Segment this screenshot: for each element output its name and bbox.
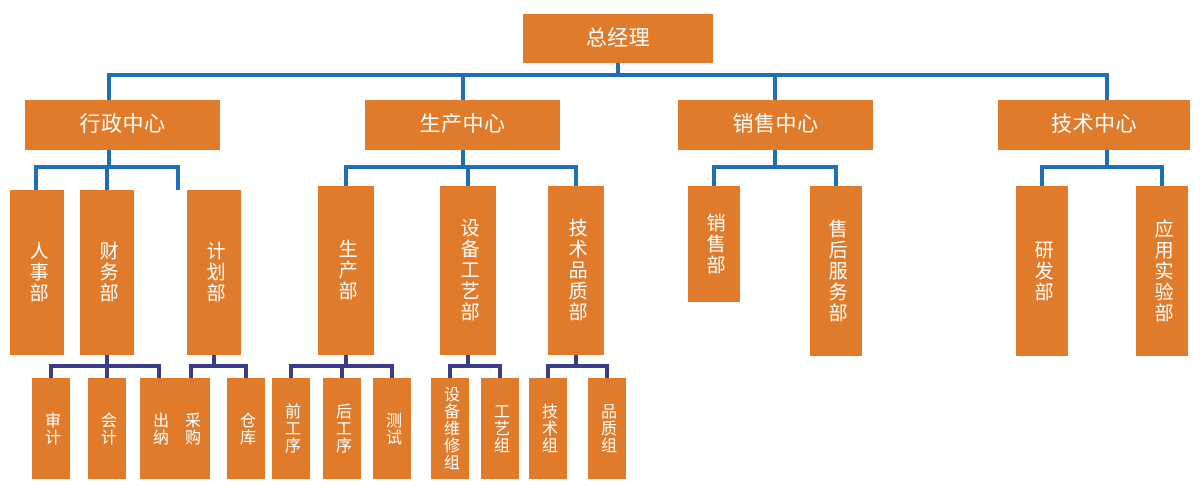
node-equipment-maintenance-group[interactable]: 设备维修组	[431, 378, 469, 479]
connector-sales-bus	[712, 165, 838, 169]
connector-to-tech	[1105, 73, 1109, 101]
connector-gm-stem	[616, 62, 620, 76]
node-accounting-group[interactable]: 会计	[88, 378, 126, 479]
node-production-center[interactable]: 生产中心	[365, 100, 560, 150]
connector-to-testing	[390, 364, 394, 379]
connector-prod-bus	[344, 165, 578, 169]
connector-to-plan	[176, 165, 180, 190]
node-rnd-department[interactable]: 研发部	[1016, 186, 1068, 356]
node-tech-center[interactable]: 技术中心	[998, 100, 1190, 150]
node-cashier-group[interactable]: 出纳	[140, 378, 178, 479]
connector-to-sales	[773, 73, 777, 101]
connector-sales-stem	[773, 150, 777, 168]
connector-to-maint	[448, 364, 452, 379]
connector-prod-stem	[461, 150, 465, 168]
connector-plan-bus	[189, 364, 248, 368]
connector-to-tech-grp	[546, 364, 550, 379]
connector-admin-stem	[107, 150, 111, 168]
node-quality-group[interactable]: 品质组	[588, 378, 626, 479]
connector-to-applab	[1160, 165, 1164, 186]
connector-plan-stem	[212, 355, 216, 367]
node-purchase-group[interactable]: 采购	[172, 378, 210, 479]
connector-to-prod-dept	[344, 165, 348, 186]
connector-prod-dept-stem	[344, 355, 348, 367]
node-audit-group[interactable]: 审计	[32, 378, 70, 479]
connector-to-admin	[107, 73, 111, 101]
connector-to-front-proc	[289, 364, 293, 379]
node-finance-department[interactable]: 财务部	[80, 190, 134, 355]
connector-to-quality	[574, 165, 578, 186]
connector-to-purchase	[189, 364, 193, 379]
connector-to-finance	[105, 165, 109, 190]
node-testing-group[interactable]: 测试	[373, 378, 411, 479]
node-planning-department[interactable]: 计划部	[187, 190, 241, 355]
connector-quality-stem	[574, 355, 578, 367]
connector-to-equip	[466, 165, 470, 186]
node-technology-group[interactable]: 技术组	[529, 378, 567, 479]
connector-to-aftersales	[834, 165, 838, 186]
connector-to-accounting	[105, 364, 109, 379]
node-general-manager[interactable]: 总经理	[523, 14, 713, 63]
connector-to-process-grp	[498, 364, 502, 379]
connector-equip-bus	[448, 364, 502, 368]
node-sales-center[interactable]: 销售中心	[678, 100, 873, 150]
node-front-process-group[interactable]: 前工序	[272, 378, 310, 479]
node-tech-quality-department[interactable]: 技术品质部	[548, 186, 604, 355]
connector-tech-stem	[1105, 150, 1109, 168]
connector-to-rnd	[1040, 165, 1044, 186]
node-production-department[interactable]: 生产部	[318, 186, 374, 355]
connector-finance-stem	[105, 355, 109, 367]
connector-level2-bus	[107, 73, 1109, 77]
connector-equip-stem	[466, 355, 470, 367]
node-application-lab-department[interactable]: 应用实验部	[1136, 186, 1188, 356]
connector-to-warehouse	[244, 364, 248, 379]
connector-tech-bus	[1040, 165, 1164, 169]
node-aftersales-department[interactable]: 售后服务部	[810, 186, 862, 356]
connector-to-hr	[34, 165, 38, 190]
connector-to-rear-proc	[340, 364, 344, 379]
node-sales-department[interactable]: 销售部	[688, 186, 740, 302]
connector-to-audit	[49, 364, 53, 379]
node-process-group[interactable]: 工艺组	[481, 378, 519, 479]
node-hr-department[interactable]: 人事部	[10, 190, 64, 355]
connector-quality-bus	[546, 364, 609, 368]
connector-to-prod	[461, 73, 465, 101]
connector-to-quality-grp	[605, 364, 609, 379]
node-warehouse-group[interactable]: 仓库	[227, 378, 265, 479]
node-admin-center[interactable]: 行政中心	[25, 100, 220, 150]
node-equipment-process-department[interactable]: 设备工艺部	[440, 186, 496, 355]
node-rear-process-group[interactable]: 后工序	[323, 378, 361, 479]
connector-to-sales-dept	[712, 165, 716, 186]
connector-to-cashier	[157, 364, 161, 379]
